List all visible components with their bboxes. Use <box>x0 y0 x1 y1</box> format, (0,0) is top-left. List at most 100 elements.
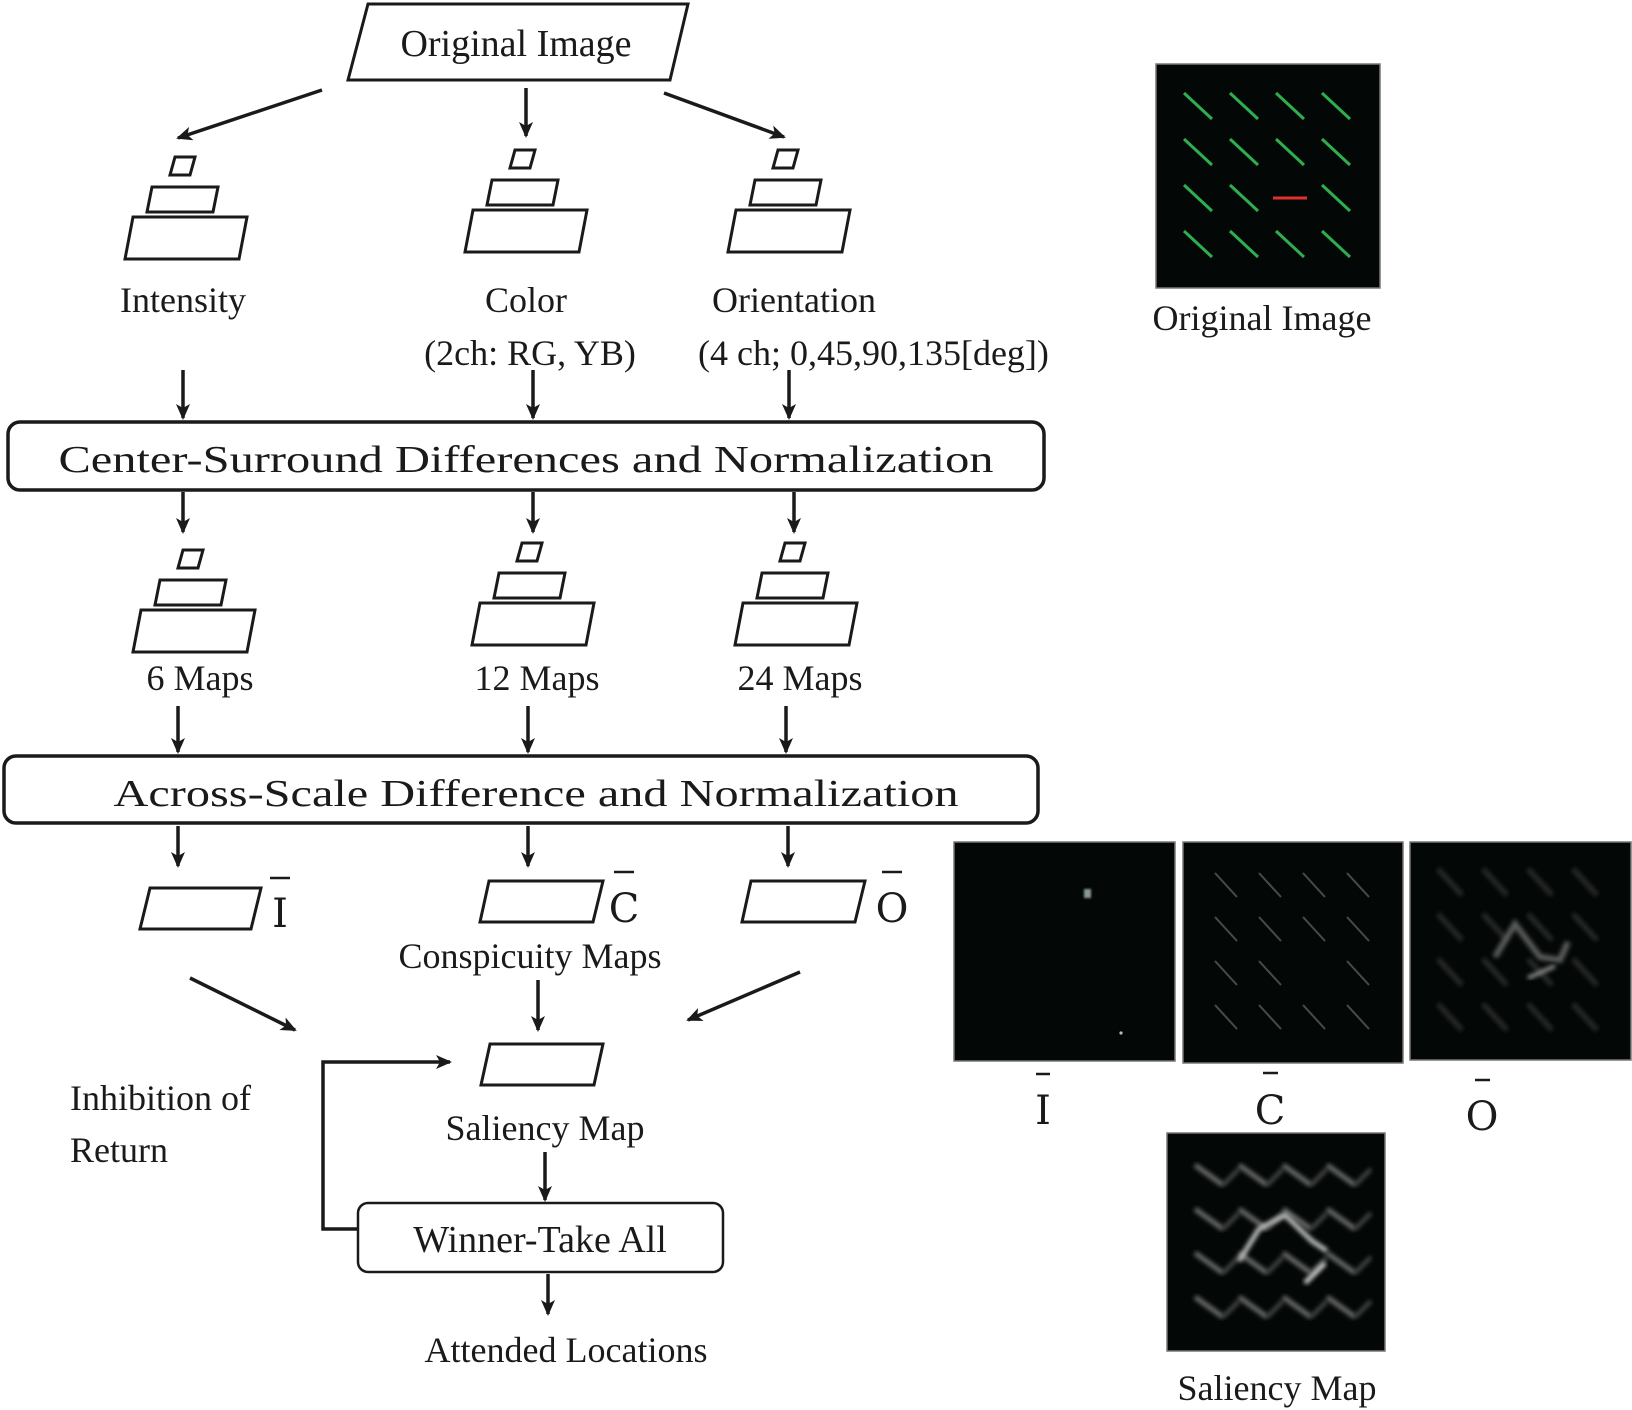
color-distractor-response <box>1302 872 1326 898</box>
color-conspicuity-symbol: C <box>609 870 639 932</box>
orientation-conspicuity-panel <box>1409 841 1632 1061</box>
color-panel-symbol: C <box>1255 1071 1285 1134</box>
color-feature-pyramid-level-small <box>515 541 544 563</box>
saliency-distractor-response <box>1281 1294 1313 1320</box>
orientation-input-pyramid-level-small <box>771 148 800 170</box>
color-distractor-response <box>1258 872 1282 898</box>
intensity-label: Intensity <box>120 280 246 320</box>
color-distractor-response <box>1258 916 1282 942</box>
distractor-bar <box>1274 229 1306 259</box>
orientation-feature-pyramid-level-large <box>733 601 859 647</box>
saliency-distractor-response <box>1193 1162 1225 1188</box>
saliency-peak-arc <box>1236 1211 1329 1263</box>
color-conspicuity-panel <box>1182 841 1404 1064</box>
distractor-bar <box>1320 91 1352 121</box>
color-distractor-response <box>1346 960 1370 986</box>
orientation-distractor-response <box>1571 912 1599 942</box>
color-distractor-response <box>1214 960 1238 986</box>
inhibition-label-line2: Return <box>70 1130 168 1170</box>
orientation-panel-symbol: O <box>1466 1078 1498 1140</box>
orientation-distractor-response <box>1436 957 1464 987</box>
center-surround-label: Center-Surround Differences and Normaliz… <box>59 439 994 481</box>
orientation-distractor-response <box>1526 867 1554 897</box>
saliency-map-example <box>1166 1132 1386 1352</box>
arrow-input-to-intensity <box>176 88 323 141</box>
inhibition-label-line1: Inhibition of <box>70 1078 251 1118</box>
original-image-node: Original Image <box>346 2 690 82</box>
original-image-caption: Original Image <box>1153 298 1372 338</box>
saliency-distractor-response <box>1237 1162 1269 1188</box>
color-input-pyramid-level-small <box>508 148 537 170</box>
saliency-map-label: Saliency Map <box>446 1108 645 1148</box>
color-distractor-response <box>1258 960 1282 986</box>
across-scale-rect <box>2 754 1040 825</box>
color-feature-pyramid-level-large <box>470 601 596 647</box>
saliency-distractor-link <box>1353 1299 1373 1319</box>
distractor-bar <box>1228 137 1260 167</box>
intensity-feature-pyramid-level-small <box>176 548 205 570</box>
intensity-feature-pyramid-level-large <box>131 608 257 654</box>
color-distractor-response <box>1302 916 1326 942</box>
distractor-bar <box>1274 137 1306 167</box>
intensity-conspicuity-panel <box>953 841 1176 1062</box>
distractor-bar <box>1182 229 1214 259</box>
saliency-distractor-response <box>1281 1206 1313 1232</box>
saliency-distractor-link <box>1353 1255 1373 1275</box>
arrow-input-to-orientation <box>663 91 786 139</box>
inhibition-of-return-loop <box>321 1055 452 1231</box>
saliency-distractor-link <box>1265 1255 1285 1275</box>
saliency-distractor-response <box>1193 1294 1225 1320</box>
color-distractor-response <box>1258 1004 1282 1030</box>
color-distractor-response <box>1346 1004 1370 1030</box>
distractor-bar <box>1228 229 1260 259</box>
distractor-bar <box>1182 137 1214 167</box>
saliency-distractor-response <box>1325 1162 1357 1188</box>
intensity-input-pyramid-level-small <box>168 155 197 177</box>
color-conspicuity-map <box>478 879 605 924</box>
intensity-response-dot <box>1119 1031 1123 1035</box>
orientation-sublabel: (4 ch; 0,45,90,135[deg]) <box>698 333 1049 373</box>
color-distractor-response <box>1214 916 1238 942</box>
saliency-distractor-response <box>1193 1206 1225 1232</box>
distractor-bar <box>1274 91 1306 121</box>
orientation-distractor-response <box>1571 867 1599 897</box>
saliency-distractor-response <box>1281 1162 1313 1188</box>
saliency-distractor-response <box>1237 1294 1269 1320</box>
color-distractor-response <box>1346 872 1370 898</box>
intensity-conspicuity-symbol: I <box>270 876 290 937</box>
winner-take-all-rect <box>356 1201 725 1274</box>
orientation-distractor-response <box>1436 912 1464 942</box>
distractor-bar <box>1228 183 1260 213</box>
orientation-distractor-response <box>1481 912 1509 942</box>
intensity-conspicuity-map <box>138 886 263 931</box>
center-surround-box: Center-Surround Differences and Normaliz… <box>6 420 1046 492</box>
intensity-feature-pyramid-level-medium <box>153 578 228 607</box>
arrow-intensity-to-saliency <box>189 976 297 1032</box>
original-image-example <box>1155 63 1381 289</box>
saliency-distractor-link <box>1309 1167 1329 1187</box>
orientation-distractor-response <box>1436 1002 1464 1032</box>
svg-text:I: I <box>272 891 288 937</box>
color-label: Color <box>485 280 567 320</box>
original-image-label: Original Image <box>400 23 631 65</box>
winner-take-all-box: Winner-Take All <box>356 1201 725 1274</box>
orientation-conspicuity-symbol: O <box>876 870 908 932</box>
color-distractor-response <box>1214 1004 1238 1030</box>
orientation-distractor-response <box>1481 867 1509 897</box>
intensity-panel-bg <box>953 841 1176 1062</box>
saliency-distractor-link <box>1353 1211 1373 1231</box>
across-scale-box: Across-Scale Difference and Normalizatio… <box>2 754 1040 825</box>
winner-take-all-label: Winner-Take All <box>413 1219 667 1261</box>
distractor-bar <box>1320 137 1352 167</box>
intensity-maps-count: 6 Maps <box>147 658 254 698</box>
intensity-input-pyramid-level-medium <box>145 185 220 214</box>
orientation-distractor-response <box>1526 912 1554 942</box>
saliency-map-parallelogram <box>479 1042 605 1087</box>
orientation-distractor-response <box>1571 1002 1599 1032</box>
orientation-target-response-arc <box>1492 918 1571 964</box>
center-surround-rect <box>6 420 1046 492</box>
saliency-distractor-response <box>1325 1206 1357 1232</box>
intensity-input-pyramid-level-large <box>123 215 249 261</box>
orientation-feature-pyramid-level-medium <box>755 571 830 600</box>
